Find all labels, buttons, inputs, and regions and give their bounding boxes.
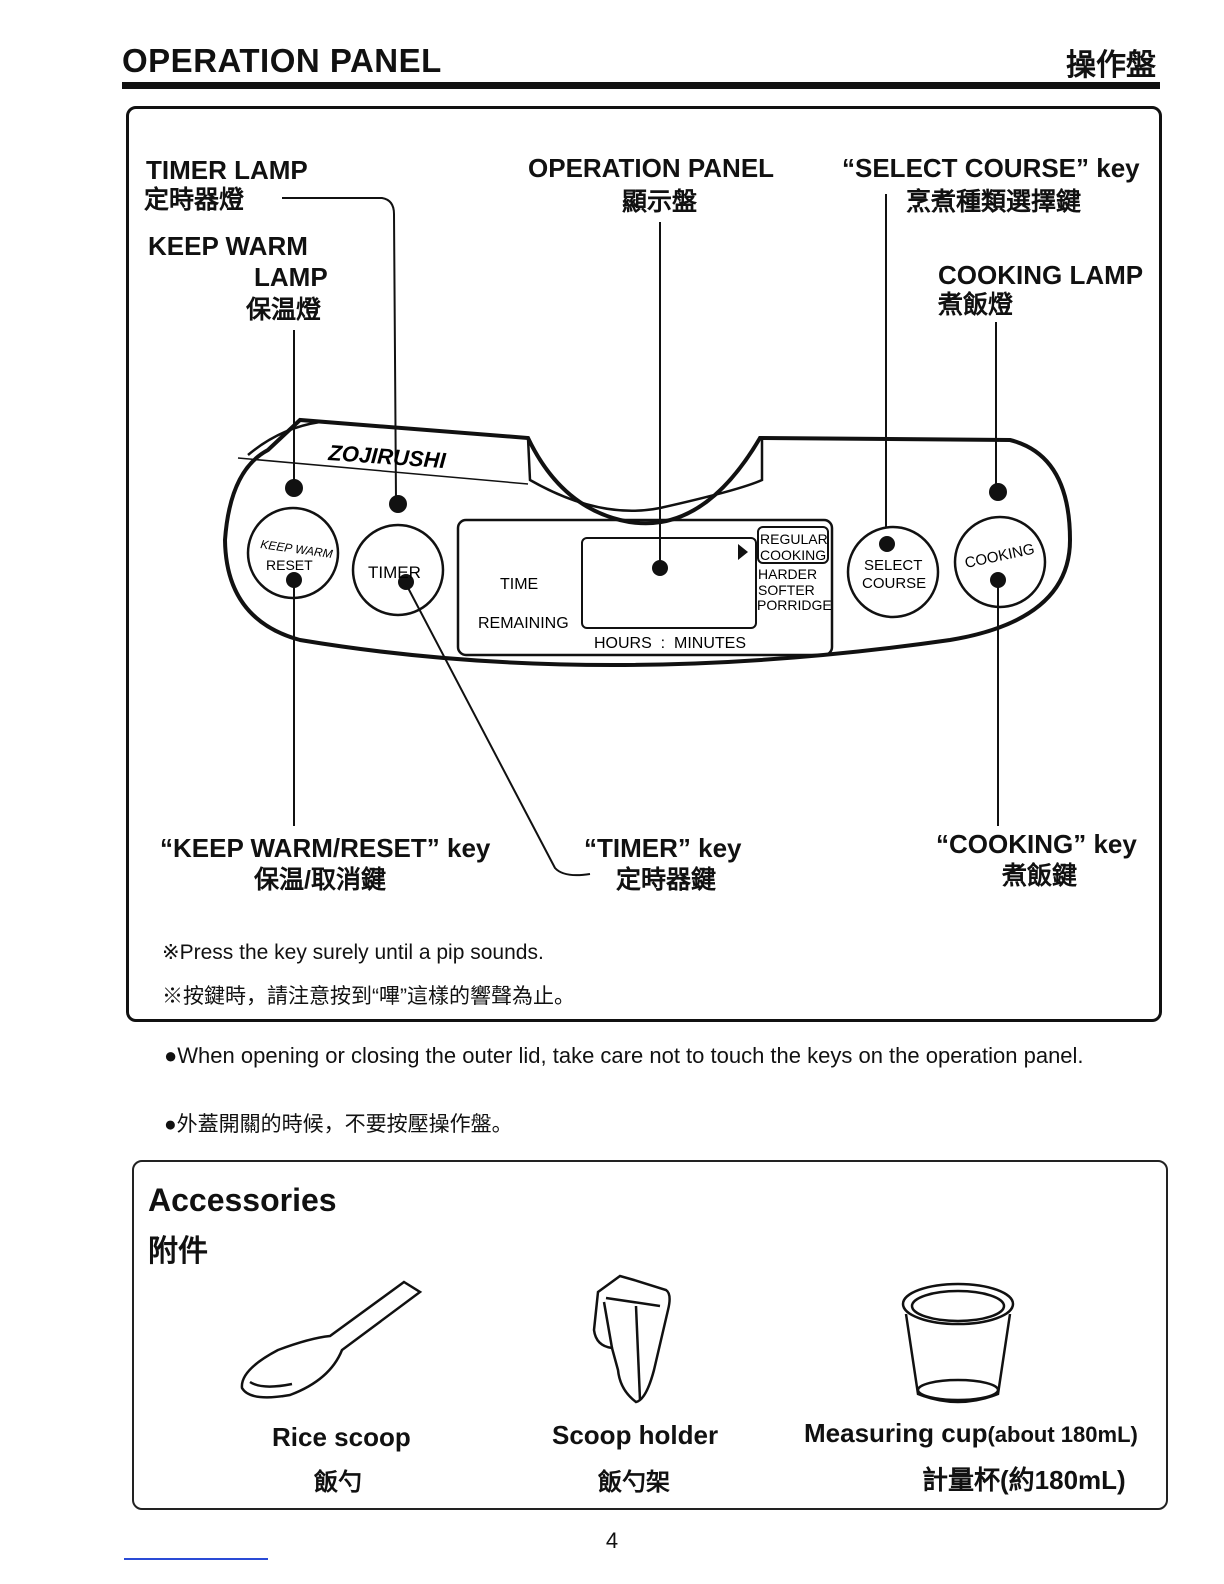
panel-lip xyxy=(237,457,529,485)
cooking-button-shape xyxy=(953,515,1047,609)
dot-timer xyxy=(398,574,414,590)
keep-warm-reset-key-label-cjk: 保温/取消鍵 xyxy=(254,866,386,894)
measuring-cup-note: (about 180mL) xyxy=(987,1422,1138,1447)
accessories-title: Accessories xyxy=(148,1182,337,1218)
dot-keep-warm-reset xyxy=(286,572,302,588)
timer-lamp-label: TIMER LAMP xyxy=(146,155,308,185)
operation-panel-label-cjk: 顯示盤 xyxy=(622,188,698,216)
accessories-title-cjk: 附件 xyxy=(148,1235,208,1268)
display-frame xyxy=(456,518,834,657)
press-note-en: ※Press the key surely until a pip sounds… xyxy=(162,941,544,964)
cooking-lamp-label: COOKING LAMP xyxy=(938,260,1144,290)
scoop-holder-label: Scoop holder xyxy=(552,1420,719,1450)
operation-panel-frame xyxy=(126,106,1162,1022)
rice-scoop-icon xyxy=(240,1280,423,1399)
press-note-cjk: ※按鍵時，請注意按到“嗶”這樣的響聲為止。 xyxy=(162,985,575,1008)
timer-lamp xyxy=(389,495,407,513)
page-number: 4 xyxy=(605,1528,619,1553)
display-screen xyxy=(581,537,757,629)
keep-warm-lamp xyxy=(285,479,303,497)
accessories-frame xyxy=(132,1160,1168,1510)
header-rule xyxy=(122,82,1160,89)
operation-panel-label: OPERATION PANEL xyxy=(528,153,775,183)
select-course-key-label: “SELECT COURSE” key xyxy=(842,153,1140,183)
timer-key-label-cjk: 定時器鍵 xyxy=(616,866,717,894)
select-course-button[interactable] xyxy=(848,527,938,617)
cooking-button[interactable] xyxy=(955,517,1045,607)
timer-key-label: “TIMER” key xyxy=(584,833,742,863)
select-button-text: SELECT xyxy=(864,557,922,574)
keep-warm-lamp-label-cjk: 保温燈 xyxy=(246,296,322,324)
course-regular: REGULAR xyxy=(760,531,828,547)
dot-select-course xyxy=(879,536,895,552)
course-cooking: COOKING xyxy=(760,547,826,563)
course-softer: SOFTER xyxy=(758,582,815,598)
control-panel-illustration: ZOJIRUSHI KEEP WARM RESET TIMER TIME REM… xyxy=(222,194,1073,877)
select-course-key-label-cjk: 烹煮種類選擇鍵 xyxy=(906,188,1082,216)
keep-warm-reset-key-label: “KEEP WARM/RESET” key xyxy=(160,833,491,863)
rice-scoop-label: Rice scoop xyxy=(272,1422,411,1452)
reset-button-text: RESET xyxy=(266,557,313,573)
remaining-text: REMAINING xyxy=(478,615,569,632)
panel-body-outline xyxy=(222,417,1073,667)
cooking-lamp-label-cjk: 煮飯燈 xyxy=(938,291,1014,319)
measuring-cup-icon xyxy=(901,1282,1015,1404)
lid-note-cjk: ●外蓋開關的時候，不要按壓操作盤。 xyxy=(164,1113,513,1136)
measuring-cup-name: Measuring cup xyxy=(804,1418,988,1448)
timer-lamp-label-cjk: 定時器燈 xyxy=(144,186,245,214)
keep-warm-reset-button[interactable] xyxy=(248,508,338,598)
timer-button-text: TIMER xyxy=(368,563,421,582)
leader-timer-lamp xyxy=(282,197,397,501)
cooking-lamp xyxy=(989,483,1007,501)
dot-cooking xyxy=(990,572,1006,588)
scoop-holder-label-cjk: 飯勺架 xyxy=(598,1469,670,1496)
scoop-holder-icon xyxy=(592,1274,671,1404)
select-course-button-shape xyxy=(846,525,940,619)
timer-button[interactable] xyxy=(353,525,443,615)
keep-warm-lamp-label-2: LAMP xyxy=(254,262,328,292)
timer-button-shape xyxy=(351,523,445,617)
time-text: TIME xyxy=(500,576,538,593)
page-title: OPERATION PANEL xyxy=(122,42,442,79)
course-button-text: COURSE xyxy=(862,575,926,592)
regular-cooking-box xyxy=(757,526,829,564)
cooking-key-label-cjk: 煮飯鍵 xyxy=(1002,862,1078,890)
course-indicator-arrow xyxy=(738,544,748,560)
lid-note-en: ●When opening or closing the outer lid, … xyxy=(164,1043,1084,1068)
panel-top-edge xyxy=(247,420,764,512)
keep-warm-lamp-label: KEEP WARM xyxy=(148,231,308,261)
course-harder: HARDER xyxy=(758,566,817,582)
accessories-illustration xyxy=(240,1274,1015,1404)
rice-scoop-label-cjk: 飯勺 xyxy=(314,1469,362,1496)
cooking-key-label: “COOKING” key xyxy=(936,829,1137,859)
footer-rule xyxy=(124,1558,268,1560)
dot-display xyxy=(652,560,668,576)
leader-timer-key xyxy=(405,583,591,877)
measuring-cup-label-cjk: 計量杯(約180mL) xyxy=(922,1465,1126,1495)
hours-minutes-text: HOURS : MINUTES xyxy=(594,635,746,652)
course-porridge: PORRIDGE xyxy=(757,597,832,613)
measuring-cup-label: Measuring cup(about 180mL) xyxy=(804,1418,1138,1449)
page-title-cjk: 操作盤 xyxy=(1066,49,1156,82)
